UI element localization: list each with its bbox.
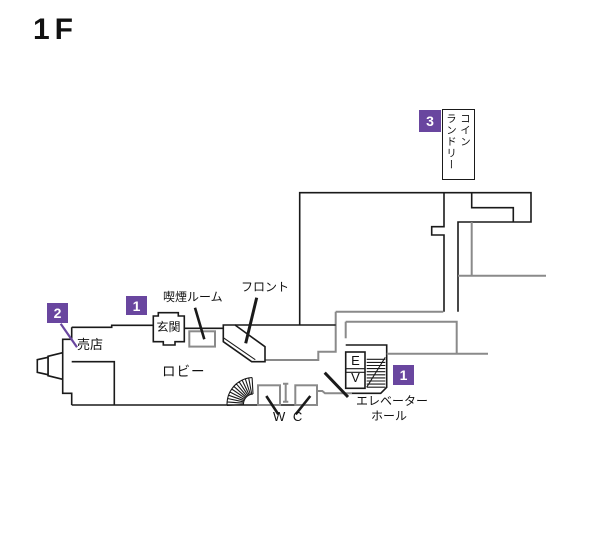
wall-left-lower (61, 378, 73, 405)
elevator-box (344, 351, 366, 390)
wc-stall-left (257, 384, 281, 406)
label-front-desk: フロント (241, 280, 290, 294)
badge-entrance: 1 (126, 296, 147, 315)
wall-north-wing (298, 191, 532, 325)
label-lobby: ロビー (162, 364, 206, 379)
label-elevator-e: E (351, 353, 360, 368)
badge-shop: 2 (47, 303, 68, 323)
curved-stair-fan (226, 376, 254, 406)
wall-shop-room (71, 360, 116, 405)
wall-laundry-room-step (470, 192, 515, 222)
label-shop: 売店 (77, 337, 104, 352)
label-smoking-room: 喫煙ルーム (163, 290, 223, 304)
wall-left-upper (61, 327, 73, 354)
leader-front-desk (244, 297, 259, 344)
coin-laundry-label: コイン ランドリー (445, 113, 471, 171)
wall-hall-outline (345, 344, 388, 395)
stairs-diagonal (366, 357, 386, 388)
entrance-step-outer (36, 356, 49, 376)
wall-hall-bottom-left (316, 390, 352, 405)
wall-lobby-top-left (71, 324, 154, 329)
label-entrance: 玄関 (156, 320, 181, 334)
badge-coin-laundry: 3 (419, 110, 441, 132)
label-elevator-v: V (351, 370, 360, 385)
label-elevator-hall-line2: ホール (371, 409, 408, 423)
wall-corridor-bottom (345, 320, 458, 354)
front-desk-counter (222, 324, 266, 363)
entrance-box (152, 311, 186, 346)
label-elevator-hall-line1: エレベーター (356, 394, 429, 408)
badge-elevator: 1 (393, 365, 414, 385)
stairs-treads (366, 358, 386, 388)
leader-wc-left (265, 395, 280, 416)
front-desk-counter-inner-line (222, 337, 256, 361)
leader-wc-right (294, 395, 312, 416)
floor-title: 1F (33, 13, 79, 46)
leader-smoking-room (193, 307, 206, 340)
elevator-box-divider (345, 368, 365, 373)
leader-elevator-hall (323, 371, 350, 399)
wc-partition (283, 382, 289, 403)
label-wc: W C (273, 409, 305, 424)
leader-shop (59, 323, 78, 348)
coin-laundry-label-box: コイン ランドリー (442, 109, 475, 180)
wall-north-wing-right-notch (430, 192, 445, 312)
entrance-step-hatched (47, 351, 64, 381)
wall-lobby-east-steps (264, 311, 337, 361)
